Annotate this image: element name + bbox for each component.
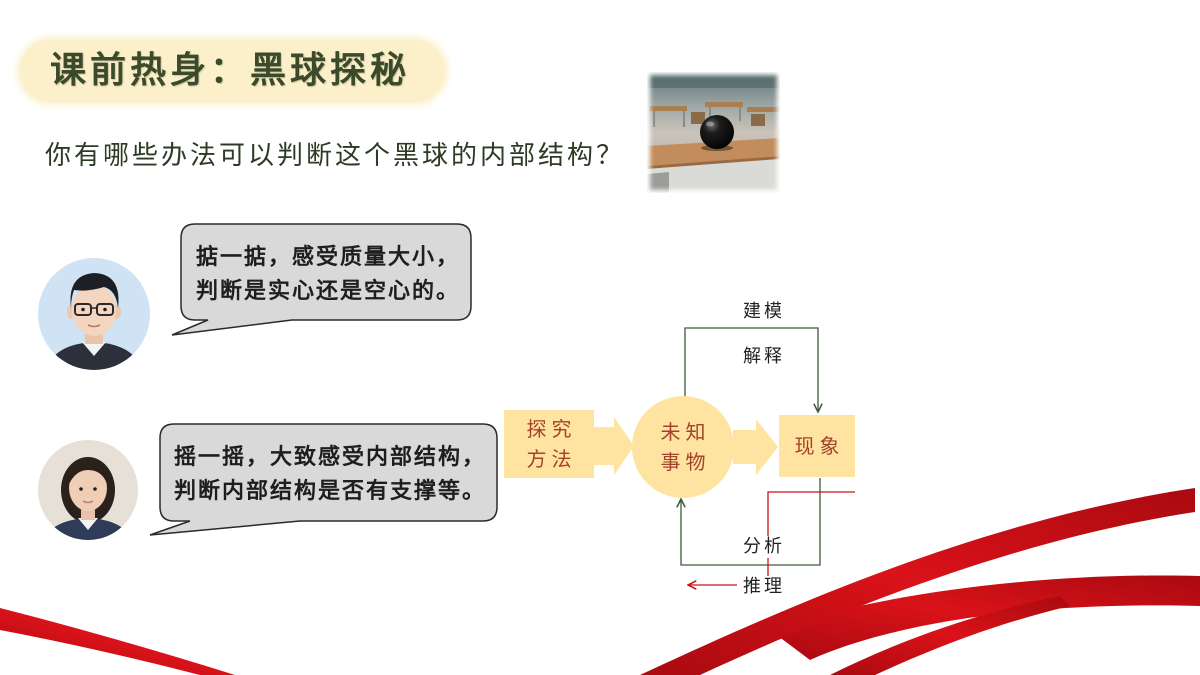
speech-bubble-2-text: 摇一摇，大致感受内部结构， 判断内部结构是否有支撑等。 (174, 441, 486, 509)
ball-shadow (701, 145, 733, 151)
ribbon-right-tail (830, 596, 1070, 675)
desk-edge (647, 156, 780, 169)
glasses-icon (74, 303, 114, 316)
avatar-eye-right (93, 487, 97, 491)
photo-illustration (647, 72, 780, 193)
speech-bubble-1 (171, 223, 472, 336)
desk-front (647, 159, 780, 193)
ribbon-right-band (770, 575, 1200, 660)
avatar-eye-right (103, 307, 107, 312)
boy-avatar-icon (38, 258, 150, 370)
photo-background (647, 72, 780, 193)
arrow-unknown-to-phenomenon (733, 419, 778, 475)
loop-modeling-line (684, 327, 818, 412)
inquiry-method-box: 探究 方法 (504, 410, 594, 478)
avatar-face (69, 465, 107, 511)
method-box-line: 方法 (526, 447, 577, 471)
chair (647, 172, 669, 193)
loop-label-analyzing: 分析 (737, 536, 788, 558)
avatar-face (72, 284, 116, 336)
avatar-hair (70, 273, 119, 308)
unknown-thing-circle: 未知 事物 (632, 396, 734, 498)
slide-title: 课前热身：黑球探秘 (50, 50, 411, 91)
girl-avatar-icon (38, 440, 138, 540)
desk-top (647, 138, 780, 166)
title-pill (20, 40, 445, 102)
avatar-bangs (69, 461, 107, 484)
black-ball (700, 115, 734, 149)
avatar-eye-left (79, 487, 83, 491)
bubble-line: 摇一摇，大致感受内部结构， (174, 445, 487, 470)
question-text: 你有哪些办法可以判断这个黑球的内部结构？ (45, 141, 626, 171)
arrow-method-to-unknown (594, 417, 634, 475)
back-desks (649, 102, 780, 127)
loop-label-explaining: 解释 (737, 346, 788, 368)
avatar-mouth (82, 500, 94, 504)
bubble-line: 掂一掂，感受质量大小， (196, 245, 461, 270)
red-ribbon-decoration (0, 488, 1200, 675)
avatar-mouth (87, 324, 101, 328)
blackboard (647, 72, 780, 88)
avatar-eye-left (81, 307, 85, 312)
phenomenon-box-label: 现象 (794, 434, 845, 458)
classroom-black-ball-photo (647, 72, 780, 193)
ribbon-left (0, 608, 235, 675)
loop-label-reasoning: 推理 (737, 576, 788, 598)
avatar-collar (78, 518, 98, 530)
ball-highlight (706, 121, 714, 127)
bubble-line: 判断内部结构是否有支撑等。 (174, 479, 487, 504)
loop-label-modeling: 建模 (737, 301, 788, 323)
unknown-circle-line: 事物 (660, 450, 711, 474)
method-box-line: 探究 (526, 417, 577, 441)
unknown-circle-line: 未知 (660, 420, 711, 444)
speech-bubble-2 (149, 423, 498, 536)
loop-analysis-line (681, 478, 821, 566)
avatar-collar (82, 342, 106, 356)
phenomenon-box: 现象 (779, 415, 855, 477)
speech-bubble-1-text: 掂一掂，感受质量大小， 判断是实心还是空心的。 (196, 241, 460, 309)
ribbon-right-swoosh (640, 488, 1195, 675)
inquiry-diagram-connectors (594, 327, 855, 585)
bubble-line: 判断是实心还是空心的。 (196, 279, 461, 304)
